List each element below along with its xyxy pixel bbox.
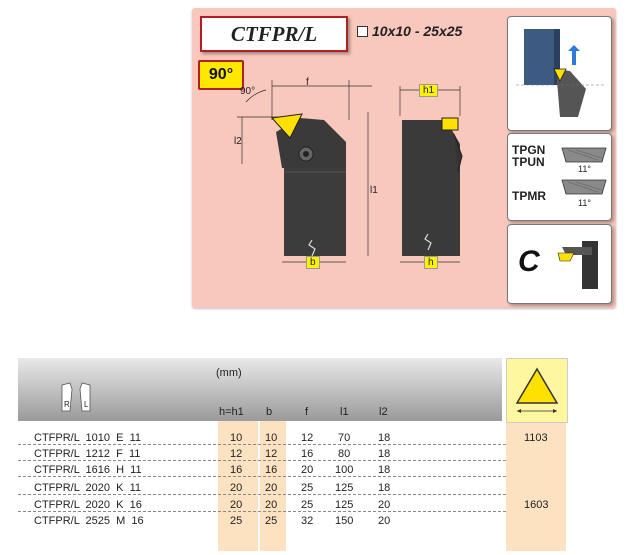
column-header-h: h=h1 [219,406,244,418]
row-b: 25 [265,515,278,527]
angle-badge: 90° [198,60,244,90]
triangle-insert-icon [515,367,559,413]
turning-direction-icon [516,29,604,117]
row-l2: 18 [378,448,391,460]
insert-angle-a: 11° [578,164,591,174]
row-f: 16 [301,448,314,460]
row-f: 20 [301,464,314,476]
insert-angle-b: 11° [578,198,591,208]
column-header-f: f [305,406,309,418]
row-code: CTFPR/L 1212 F 11 [34,448,141,460]
column-header-l1: l1 [340,406,349,418]
row-h: 20 [230,482,243,494]
row-h: 25 [230,515,243,527]
row-l1: 80 [338,448,351,460]
turning-direction-box [507,16,612,131]
row-code: CTFPR/L 2020 K 16 [34,499,142,511]
row-divider [18,444,506,445]
row-insert: 1103 [524,432,548,444]
row-code: CTFPR/L 2525 M 16 [34,515,144,527]
row-b: 20 [265,499,278,511]
row-divider [18,511,506,512]
clamping-type-box: C [507,224,612,304]
dimension-l2-label: l2 [234,136,242,147]
row-f: 12 [301,432,314,444]
insert-type-tpgn: TPGN [512,143,546,157]
tool-front-view-drawing [237,80,372,263]
column-highlight-b [260,421,286,551]
row-code: CTFPR/L 1010 E 11 [34,432,141,444]
row-h: 12 [230,448,243,460]
row-code: CTFPR/L 2020 K 11 [34,482,141,494]
insert-types-box: TPGN TPUN TPMR 11° 11° [507,133,612,221]
unit-label: (mm) [216,367,242,379]
row-divider [18,494,506,495]
row-b: 10 [265,432,278,444]
dimension-h-label: h [424,256,438,269]
clamping-type-label: C [518,245,540,278]
dimension-f-label: f [306,77,309,88]
row-code: CTFPR/L 1616 H 11 [34,464,142,476]
dimension-l1-label: l1 [370,185,378,196]
table-header [18,358,502,421]
row-divider [18,476,506,477]
row-l1: 150 [335,515,354,527]
row-f: 25 [301,482,314,494]
insert-type-tpmr: TPMR [512,189,546,203]
tool-side-view-drawing [399,86,463,263]
clamp-icon [557,241,598,289]
row-b: 20 [265,482,278,494]
row-l2: 20 [378,515,391,527]
row-l2: 18 [378,482,391,494]
column-highlight-insert [506,421,566,551]
dimension-b-label: b [306,256,320,269]
hand-icon [61,382,91,412]
product-title: CTFPR/L [200,16,348,52]
row-l1: 125 [335,499,354,511]
column-header-b: b [266,406,273,418]
hand-left-label: L [84,400,89,409]
row-l1: 70 [338,432,351,444]
row-l2: 18 [378,432,391,444]
insert-type-tpun: TPUN [512,155,545,169]
row-l2: 20 [378,499,391,511]
insert-profile-icons [561,147,607,195]
size-checkbox [357,26,368,37]
row-insert: 1603 [524,499,549,511]
row-h: 20 [230,499,243,511]
row-h: 16 [230,464,243,476]
row-f: 25 [301,499,314,511]
column-highlight-h [218,421,258,551]
row-l1: 100 [335,464,354,476]
row-b: 12 [265,448,278,460]
row-divider [18,460,506,461]
insert-shape-header [506,358,568,423]
angle-dimension-label: 90° [240,86,256,97]
row-f: 32 [301,515,314,527]
column-header-l2: l2 [379,406,388,418]
row-l2: 18 [378,464,391,476]
row-l1: 125 [335,482,354,494]
dimension-h1-label: h1 [419,84,439,97]
row-b: 16 [265,464,278,476]
size-range: 10x10 - 25x25 [372,23,463,39]
row-h: 10 [230,432,243,444]
hand-right-label: R [64,400,70,409]
